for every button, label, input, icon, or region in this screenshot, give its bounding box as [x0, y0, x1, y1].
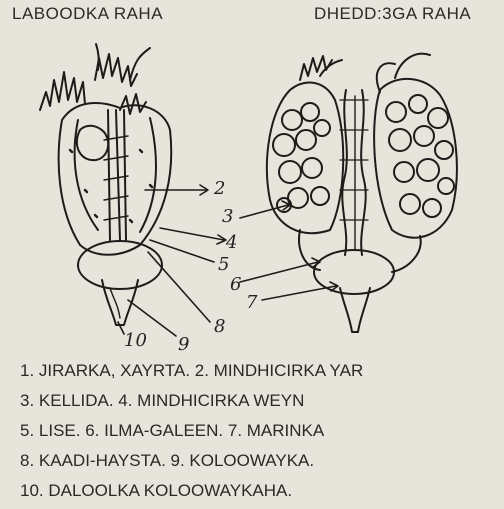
callout-7: 7 — [246, 292, 257, 313]
legend-line: 1. JIRARKA, XAYRTA. 2. MINDHICIRKA YAR — [20, 356, 363, 386]
callout-4: 4 — [226, 232, 237, 253]
callout-10: 10 — [124, 330, 147, 351]
male-organs — [40, 44, 171, 325]
callout-9: 9 — [178, 334, 189, 355]
legend-line: 10. DALOOLKA KOLOOWAYKAHA. — [20, 476, 363, 506]
callout-3: 3 — [222, 206, 233, 227]
legend-line: 8. KAADI-HAYSTA. 9. KOLOOWAYKA. — [20, 446, 363, 476]
female-organs — [267, 54, 457, 332]
callout-6: 6 — [230, 274, 241, 295]
legend-line: 5. LISE. 6. ILMA-GALEEN. 7. MARINKA — [20, 416, 363, 446]
callout-2: 2 — [214, 178, 225, 199]
callout-8: 8 — [214, 316, 225, 337]
callout-5: 5 — [218, 254, 229, 275]
legend: 1. JIRARKA, XAYRTA. 2. MINDHICIRKA YAR 3… — [20, 356, 363, 506]
legend-line: 3. KELLIDA. 4. MINDHICIRKA WEYN — [20, 386, 363, 416]
